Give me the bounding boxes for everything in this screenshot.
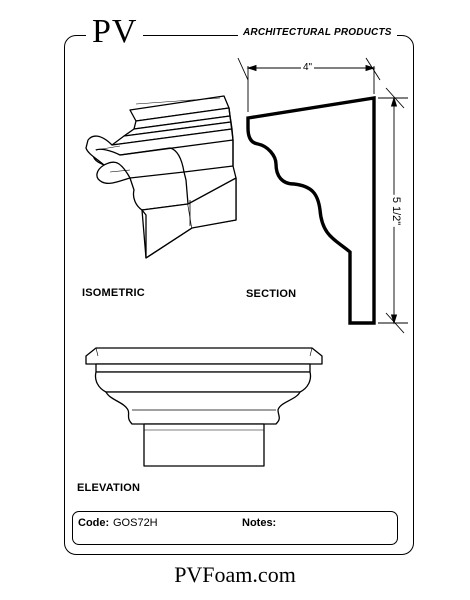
brand-logo: PV bbox=[86, 12, 144, 52]
isometric-drawing bbox=[85, 95, 237, 259]
width-dimension-label: 4" bbox=[301, 62, 315, 74]
section-label: SECTION bbox=[246, 288, 297, 300]
info-box bbox=[72, 511, 398, 545]
elevation-drawing bbox=[85, 347, 323, 467]
code-label: Code: bbox=[78, 517, 110, 529]
isometric-label: ISOMETRIC bbox=[82, 287, 145, 299]
notes-label: Notes: bbox=[242, 517, 277, 529]
height-dimension-label: 5 1/2" bbox=[390, 194, 403, 228]
height-dimension bbox=[378, 87, 408, 334]
section-drawing bbox=[237, 57, 408, 334]
elevation-label: ELEVATION bbox=[77, 482, 141, 494]
website-url: PVFoam.com bbox=[174, 562, 296, 587]
header-subtitle: ARCHITECTURAL PRODUCTS bbox=[238, 26, 397, 40]
code-value: GOS72H bbox=[113, 517, 158, 529]
